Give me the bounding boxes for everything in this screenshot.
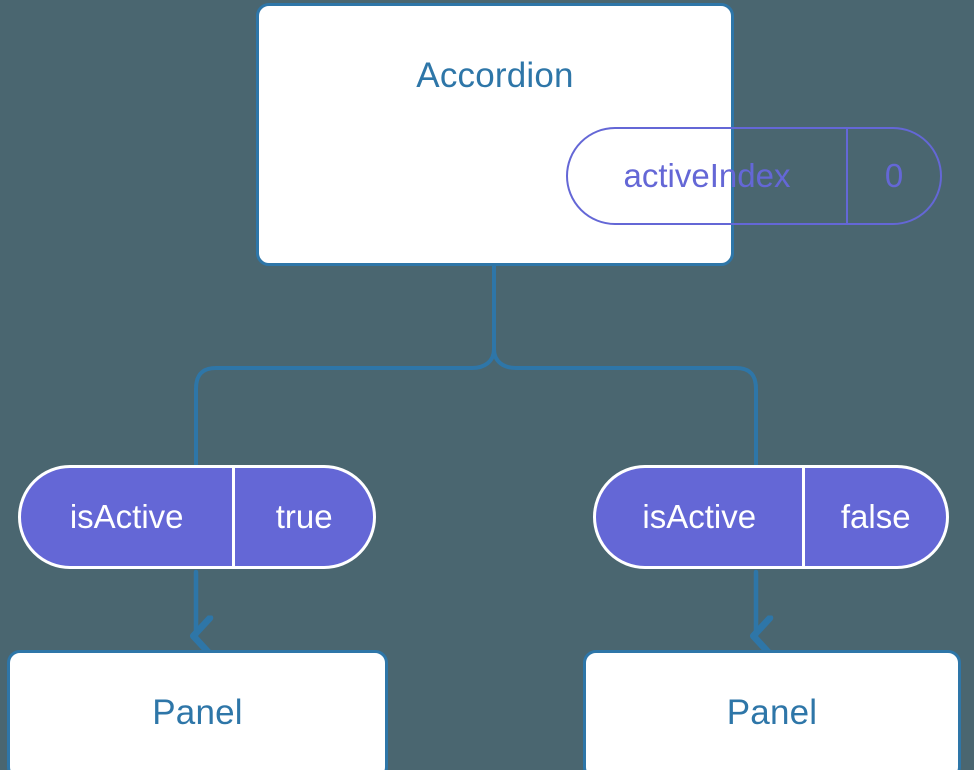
prop-pill-isactive-false[interactable]: isActive false [593,465,949,569]
prop-pill-left-value: true [232,468,373,566]
prop-pill-right-value: false [802,468,946,566]
prop-pill-left-key: isActive [69,498,184,535]
component-card-accordion[interactable]: Accordion activeIndex 0 [256,3,942,266]
component-title-panel-right: Panel [726,693,818,732]
component-title-panel-left: Panel [152,693,243,732]
state-pill-activeindex[interactable]: activeIndex 0 [566,127,942,225]
state-pill-value: 0 [846,129,940,223]
connector-parent-to-left-child [194,263,496,468]
state-pill-key: activeIndex [623,157,791,194]
component-title-accordion: Accordion [416,56,574,95]
component-card-panel-left[interactable]: Panel [7,650,388,770]
connector-parent-to-right-child [492,263,758,468]
component-card-panel-right[interactable]: Panel [583,650,961,770]
prop-pill-isactive-true[interactable]: isActive true [18,465,376,569]
prop-pill-right-key: isActive [642,498,757,535]
